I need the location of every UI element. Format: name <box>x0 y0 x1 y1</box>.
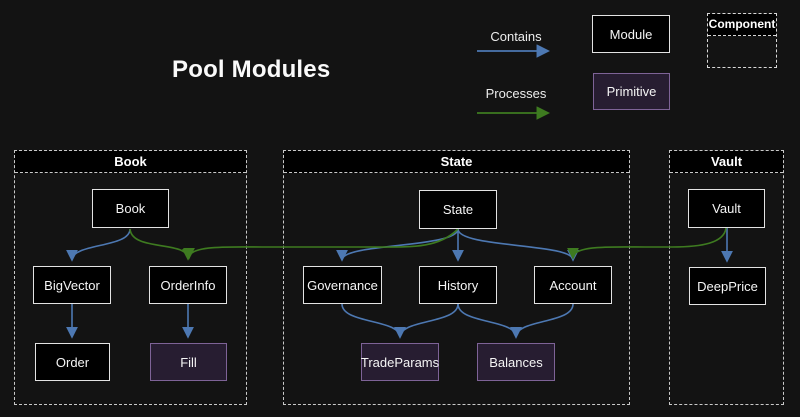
container-state-title: State <box>284 151 629 173</box>
legend-component-label: Component <box>708 14 776 36</box>
legend-module-box: Module <box>592 15 670 53</box>
node-state: State <box>419 190 497 229</box>
legend-primitive-box: Primitive <box>593 73 670 110</box>
node-orderinfo: OrderInfo <box>149 266 227 304</box>
node-deepprice-label: DeepPrice <box>697 278 758 294</box>
node-book: Book <box>92 189 169 228</box>
node-fill: Fill <box>150 343 227 381</box>
node-governance-label: Governance <box>307 277 378 293</box>
node-history-label: History <box>437 277 479 293</box>
node-order: Order <box>35 343 110 381</box>
legend-component-box: Component <box>707 13 777 68</box>
node-orderinfo-label: OrderInfo <box>160 277 216 293</box>
node-bigvector-label: BigVector <box>44 277 100 293</box>
page-title: Pool Modules <box>172 56 331 83</box>
node-history: History <box>419 266 497 304</box>
node-balances: Balances <box>477 343 555 381</box>
node-governance: Governance <box>303 266 382 304</box>
node-balances-label: Balances <box>489 354 543 370</box>
legend-primitive-label: Primitive <box>606 84 657 99</box>
node-state-label: State <box>442 202 474 217</box>
legend-contains-label: Contains <box>490 29 542 44</box>
node-account: Account <box>534 266 612 304</box>
node-vault-label: Vault <box>712 201 741 216</box>
node-bigvector: BigVector <box>33 266 111 304</box>
node-account-label: Account <box>549 277 597 293</box>
node-deepprice: DeepPrice <box>689 267 766 305</box>
node-book-label: Book <box>115 201 146 216</box>
node-fill-label: Fill <box>180 354 197 370</box>
node-order-label: Order <box>55 354 90 370</box>
node-tradeparams: TradeParams <box>361 343 439 381</box>
node-vault: Vault <box>688 189 765 228</box>
legend-processes-label: Processes <box>485 86 547 101</box>
node-tradeparams-label: TradeParams <box>360 354 440 370</box>
container-vault-title: Vault <box>670 151 783 173</box>
legend-module-label: Module <box>609 26 653 42</box>
container-book-title: Book <box>15 151 246 173</box>
